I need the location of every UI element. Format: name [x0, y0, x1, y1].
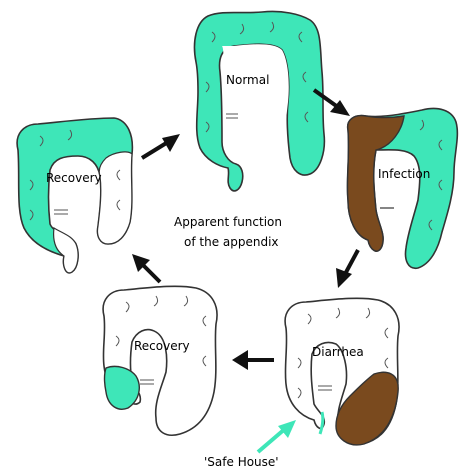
safe-house-label: 'Safe House' [204, 455, 279, 469]
arrow-diarrhea-to-recovery [232, 350, 274, 370]
label-diarrhea: Diarrhea [312, 345, 364, 359]
label-normal: Normal [226, 73, 269, 87]
colon-recovery-late [17, 118, 132, 273]
center-title-line-1: Apparent function [174, 215, 282, 229]
arrow-recovery-to-normal [142, 134, 180, 158]
colon-recovery-early [103, 286, 217, 435]
colon-infection [347, 109, 457, 269]
arrow-infection-to-diarrhea [336, 250, 358, 288]
colon-diarrhea [285, 298, 399, 445]
arrow-recovery-to-recovery [132, 254, 160, 282]
center-title-line-2: of the appendix [184, 235, 279, 249]
label-infection: Infection [378, 167, 430, 181]
safe-house-arrow [258, 420, 296, 452]
label-recovery-late: Recovery [46, 171, 102, 185]
colon-normal [195, 11, 325, 190]
label-recovery-early: Recovery [134, 339, 190, 353]
